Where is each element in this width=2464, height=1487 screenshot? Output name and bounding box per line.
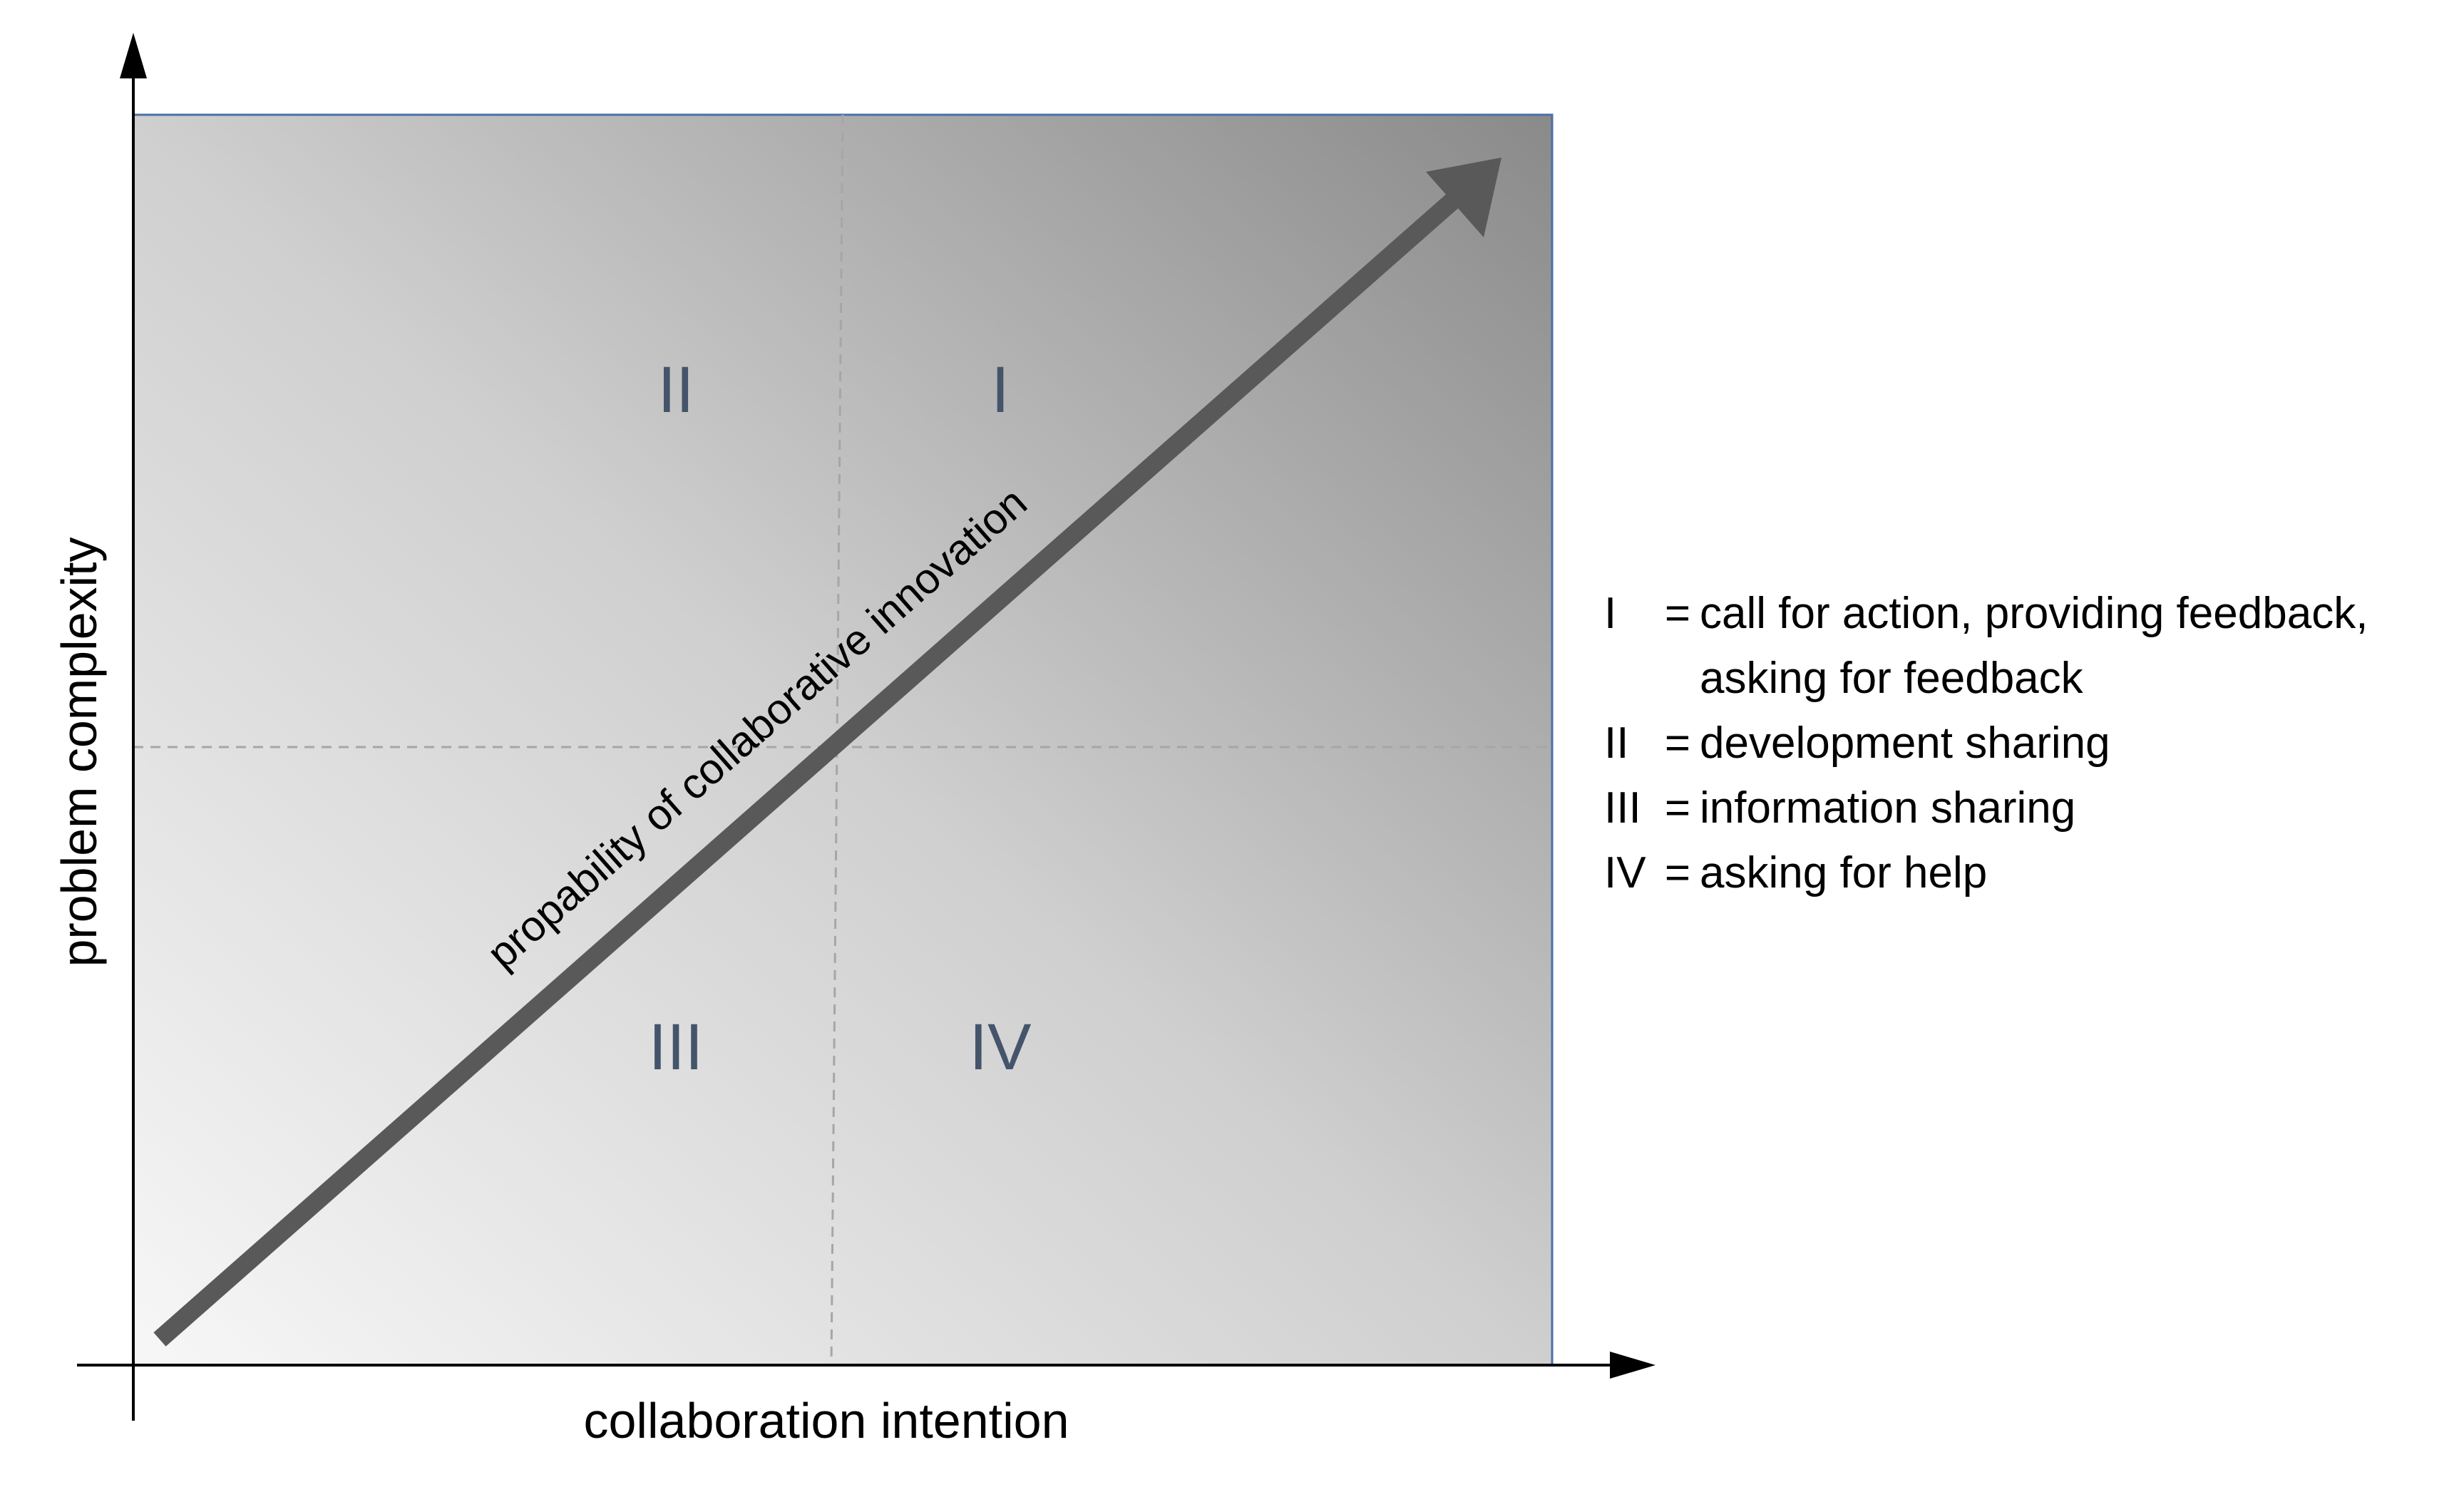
y-axis-arrowhead (120, 33, 147, 78)
quadrant-label-II: II (657, 354, 694, 426)
legend-separator: = (1664, 589, 1691, 638)
x-axis-arrowhead (1610, 1352, 1655, 1379)
quadrant-label-IV: IV (970, 1011, 1032, 1084)
legend-key: II (1604, 719, 1629, 768)
quadrant-label-I: I (991, 354, 1010, 426)
legend-text: development sharing (1700, 719, 2110, 768)
legend-key: IV (1604, 848, 1646, 897)
legend-description: call for action, providing feedback, ask… (1700, 581, 2368, 711)
legend-text: asking for help (1700, 848, 1988, 897)
legend-item-IV: IV = asking for help (1604, 840, 2453, 905)
legend-text: call for action, providing feedback, (1700, 589, 2368, 638)
legend-separator: = (1664, 848, 1691, 897)
probability-arrow-shaft (153, 189, 1464, 1347)
legend-item-II: II = development sharing (1604, 711, 2453, 776)
legend-item-III: III = information sharing (1604, 776, 2453, 840)
legend-key: III (1604, 783, 1641, 833)
legend-separator: = (1664, 783, 1691, 833)
legend-separator: = (1664, 719, 1691, 768)
legend-continuation: asking for feedback (1700, 654, 2083, 703)
legend: I = call for action, providing feedback,… (1604, 581, 2453, 905)
legend-key: I (1604, 589, 1617, 638)
legend-text: information sharing (1700, 783, 2076, 833)
quadrant-label-III: III (649, 1011, 704, 1084)
y-axis-label: problem complexity (51, 537, 107, 967)
probability-arrowhead (1426, 158, 1502, 237)
legend-item-I: I = call for action, providing feedback,… (1604, 581, 2453, 711)
x-axis-label: collaboration intention (583, 1393, 1069, 1449)
